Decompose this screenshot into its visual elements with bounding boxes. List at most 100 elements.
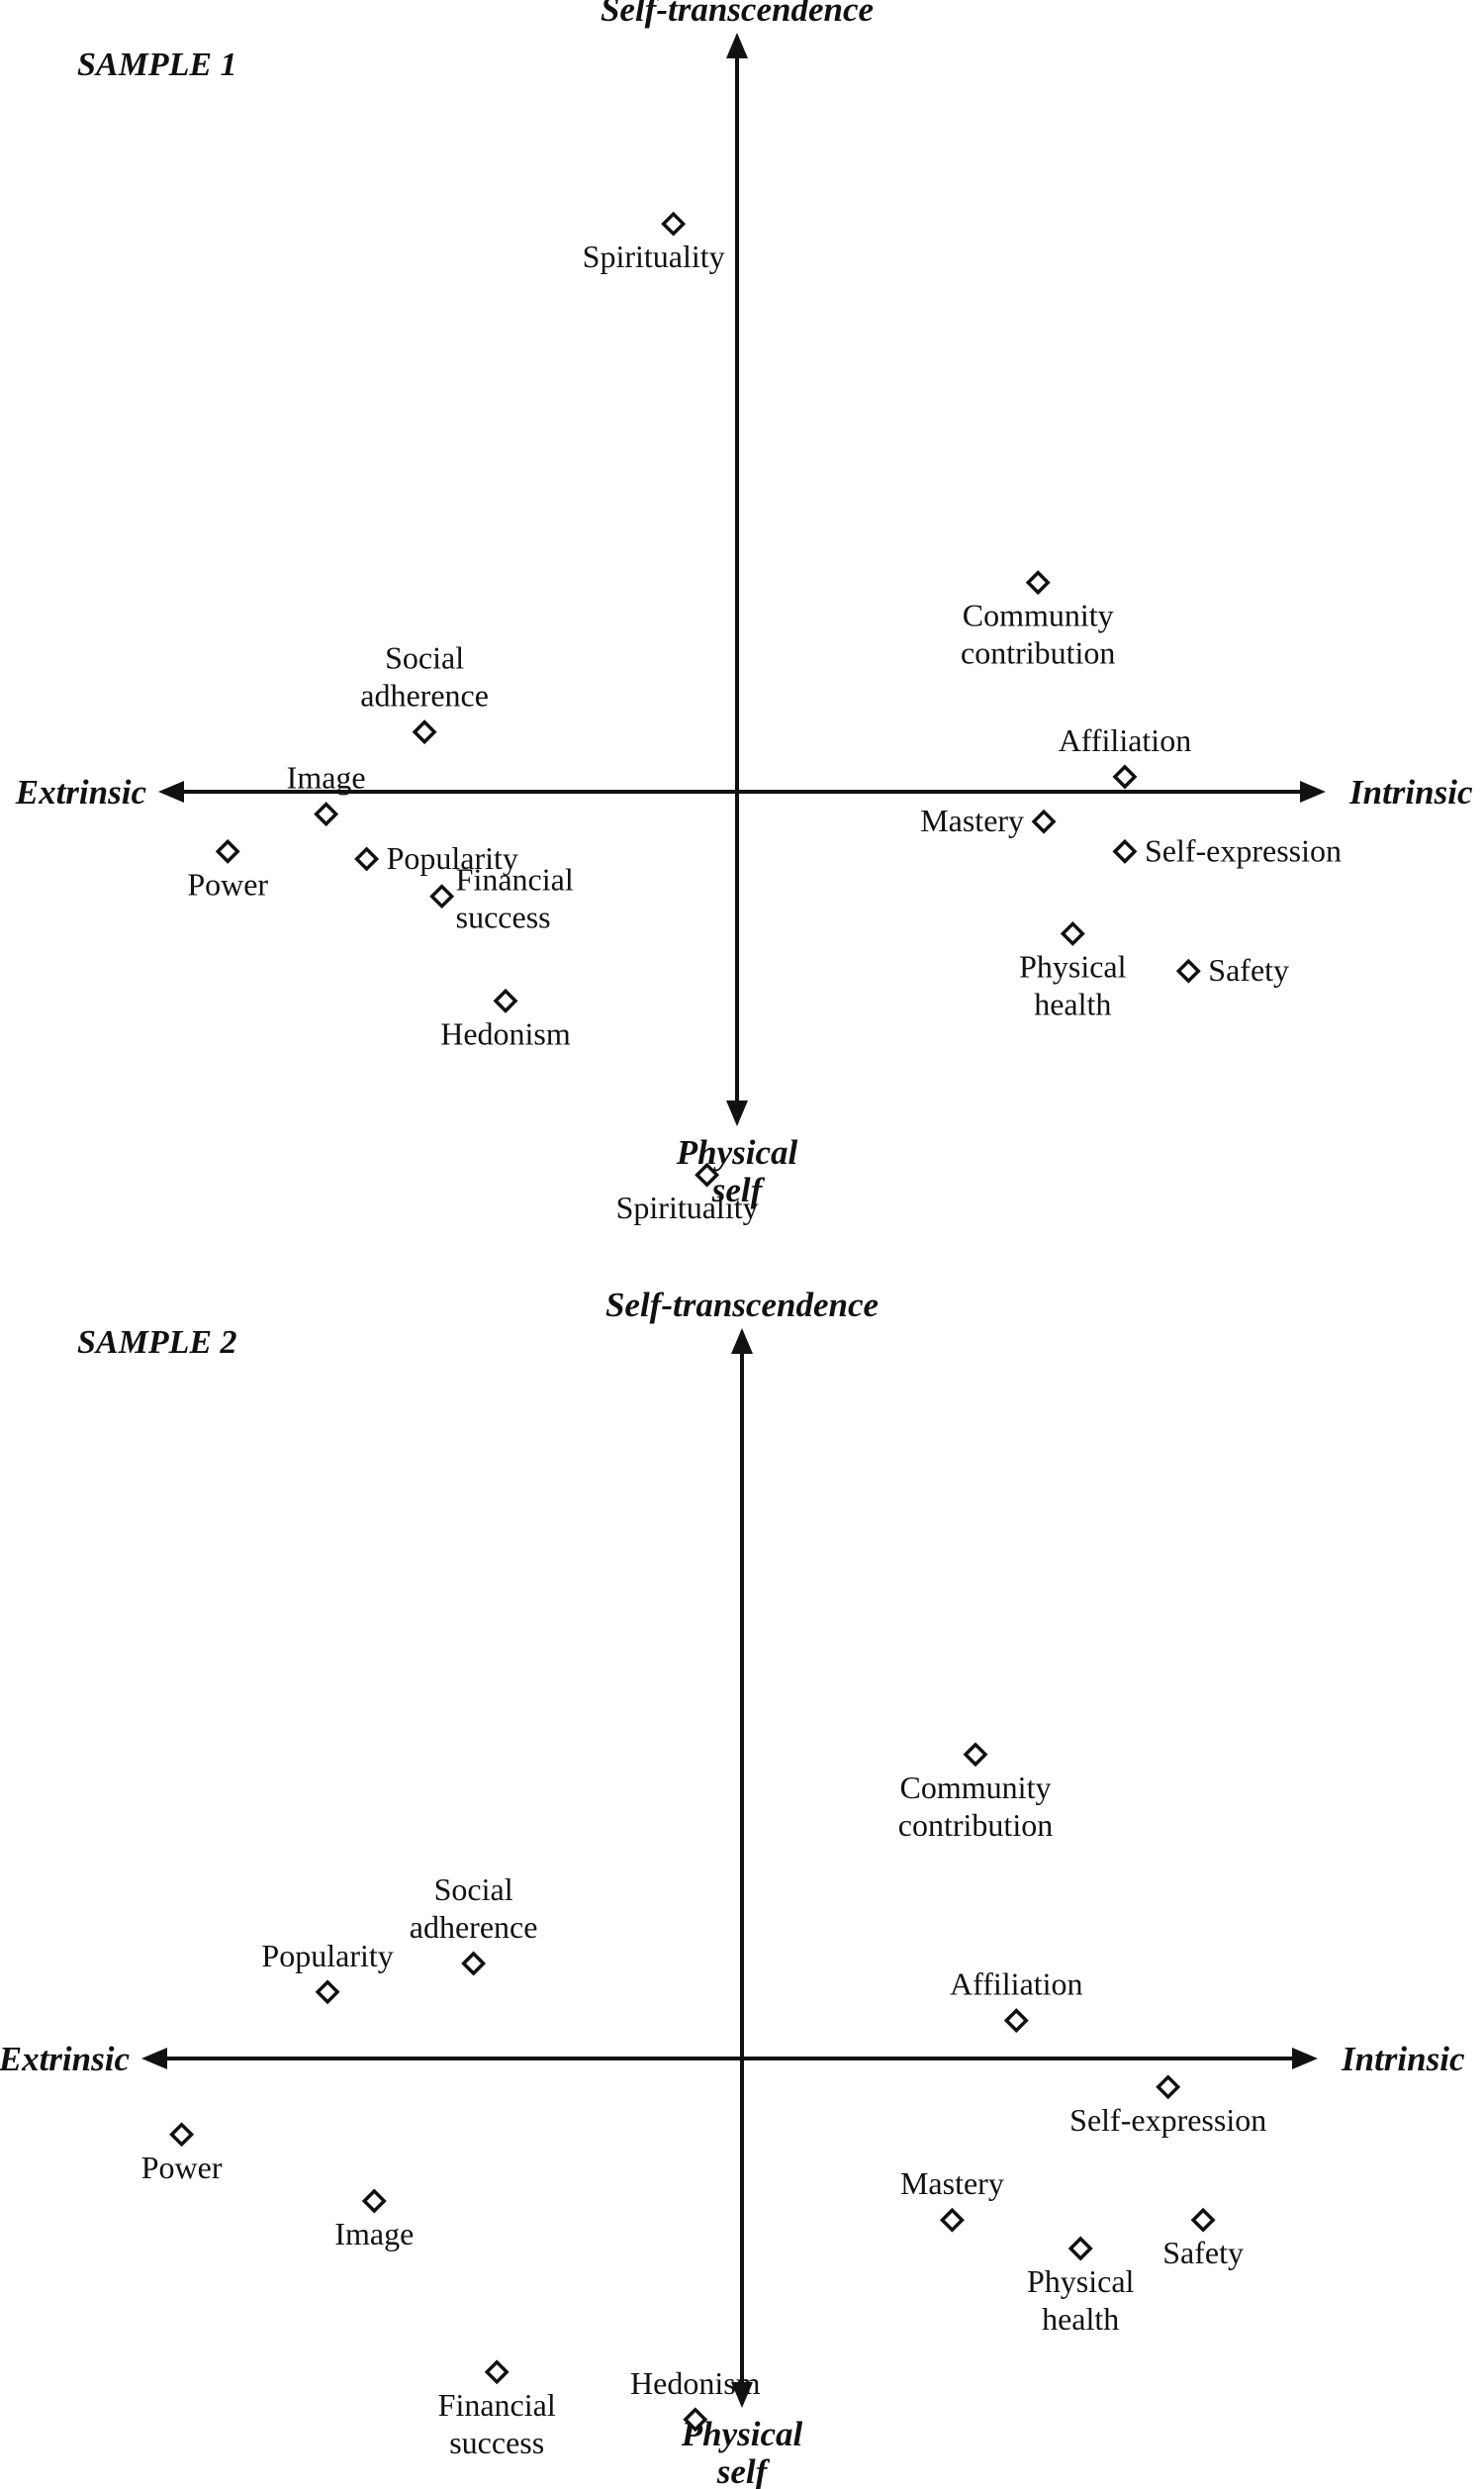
axis-label-physical-self-line: Physical (676, 1133, 798, 1172)
point-label: Self-expression (1145, 832, 1342, 868)
data-point: Safety (1162, 2207, 1244, 2270)
point-marker (695, 1162, 720, 1188)
point-label-line: Image (334, 2216, 414, 2251)
point-label-line: Popularity (261, 1938, 393, 1973)
point-marker (963, 1742, 988, 1768)
data-point: Self-expression (1112, 832, 1342, 868)
data-point: Mastery (900, 2165, 1004, 2233)
point-marker (429, 884, 455, 909)
data-point: Power (187, 838, 268, 902)
point-label-line: Hedonism (630, 2365, 761, 2401)
point-marker (1156, 2074, 1181, 2100)
axis-label-self-transcendence: Self-transcendence (605, 1286, 879, 1324)
data-point: Image (334, 2188, 414, 2251)
point-label: Power (187, 866, 268, 902)
y-axis-bottom-arrow-icon (731, 2382, 753, 2408)
point-label-line: Physical (1027, 2263, 1135, 2299)
point-label-line: Financial (438, 2387, 556, 2423)
point-marker (215, 838, 240, 864)
point-marker (314, 802, 339, 827)
axis-label-intrinsic: Intrinsic (1348, 773, 1473, 812)
point-label-line: Power (187, 866, 268, 902)
point-label-line: Safety (1208, 952, 1289, 988)
panel-title: SAMPLE 2 (77, 1324, 237, 1361)
point-label: Safety (1162, 2235, 1244, 2270)
x-axis-right-arrow-icon (1292, 2048, 1318, 2069)
point-label-line: Financial (456, 862, 574, 898)
point-marker (315, 1979, 340, 2005)
point-label-line: Mastery (900, 2165, 1004, 2201)
point-marker (484, 2359, 510, 2385)
y-axis-bottom-arrow-icon (726, 1101, 748, 1126)
point-label: Self-expression (1069, 2102, 1266, 2138)
point-marker (661, 211, 687, 237)
point-label-line: Self-expression (1069, 2102, 1266, 2138)
point-label: Affiliation (1059, 722, 1192, 758)
point-marker (493, 988, 518, 1013)
point-marker (1060, 920, 1085, 946)
point-label-line: Hedonism (440, 1015, 571, 1051)
point-label: Hedonism (440, 1015, 571, 1051)
point-marker (412, 719, 437, 745)
y-axis-top-arrow-icon (731, 1328, 753, 1354)
point-label-line: Social (434, 1871, 513, 1907)
point-marker (1175, 958, 1201, 984)
point-label-line: Physical (1019, 948, 1127, 984)
point-label: Safety (1208, 952, 1289, 988)
point-label: Power (141, 2150, 223, 2185)
point-marker (169, 2122, 195, 2148)
data-point: Hedonism (440, 988, 571, 1051)
point-marker (1031, 809, 1057, 834)
point-label-line: success (456, 900, 551, 935)
axis-label-extrinsic: Extrinsic (0, 2040, 130, 2078)
point-label: Spirituality (583, 239, 725, 274)
point-marker (939, 2207, 965, 2233)
data-point: Affiliation (950, 1966, 1083, 2034)
data-point: Image (287, 760, 366, 827)
point-label-line: success (449, 2425, 544, 2460)
point-label-line: adherence (410, 1909, 538, 1945)
point-marker (1067, 2236, 1093, 2261)
point-label-line: contribution (961, 635, 1115, 671)
point-label-line: Image (287, 760, 366, 796)
point-label-line: Safety (1162, 2235, 1244, 2270)
axis-label-self-transcendence: Self-transcendence (601, 0, 874, 29)
panel-title: SAMPLE 1 (77, 47, 237, 83)
data-point: Affiliation (1059, 722, 1192, 790)
point-label: Popularity (387, 840, 518, 876)
point-label-line: health (1042, 2301, 1119, 2337)
point-label-line: Spirituality (616, 1190, 759, 1225)
data-point: Popularity (354, 840, 518, 876)
point-marker (354, 846, 380, 872)
axis-label-intrinsic: Intrinsic (1341, 2040, 1465, 2078)
axis-label-physical-self-line: self (716, 2452, 771, 2489)
point-label-line: Social (385, 640, 464, 676)
point-label-line: health (1034, 986, 1111, 1021)
data-point: Power (141, 2122, 223, 2185)
point-marker (1190, 2207, 1216, 2233)
y-axis-top-arrow-icon (726, 33, 748, 58)
point-marker (1003, 2008, 1029, 2034)
panel-2: SAMPLE 2 Extrinsic Intrinsic Self-transcend… (0, 1162, 1465, 2489)
x-axis-right-arrow-icon (1300, 781, 1326, 803)
x-axis-left-arrow-icon (141, 2048, 167, 2069)
point-label: Image (334, 2216, 414, 2251)
point-label-line: Power (141, 2150, 223, 2185)
x-axis-left-arrow-icon (158, 781, 184, 803)
axis-label-physical-self-line: self (711, 1171, 766, 1209)
data-point: Spirituality (616, 1162, 759, 1225)
